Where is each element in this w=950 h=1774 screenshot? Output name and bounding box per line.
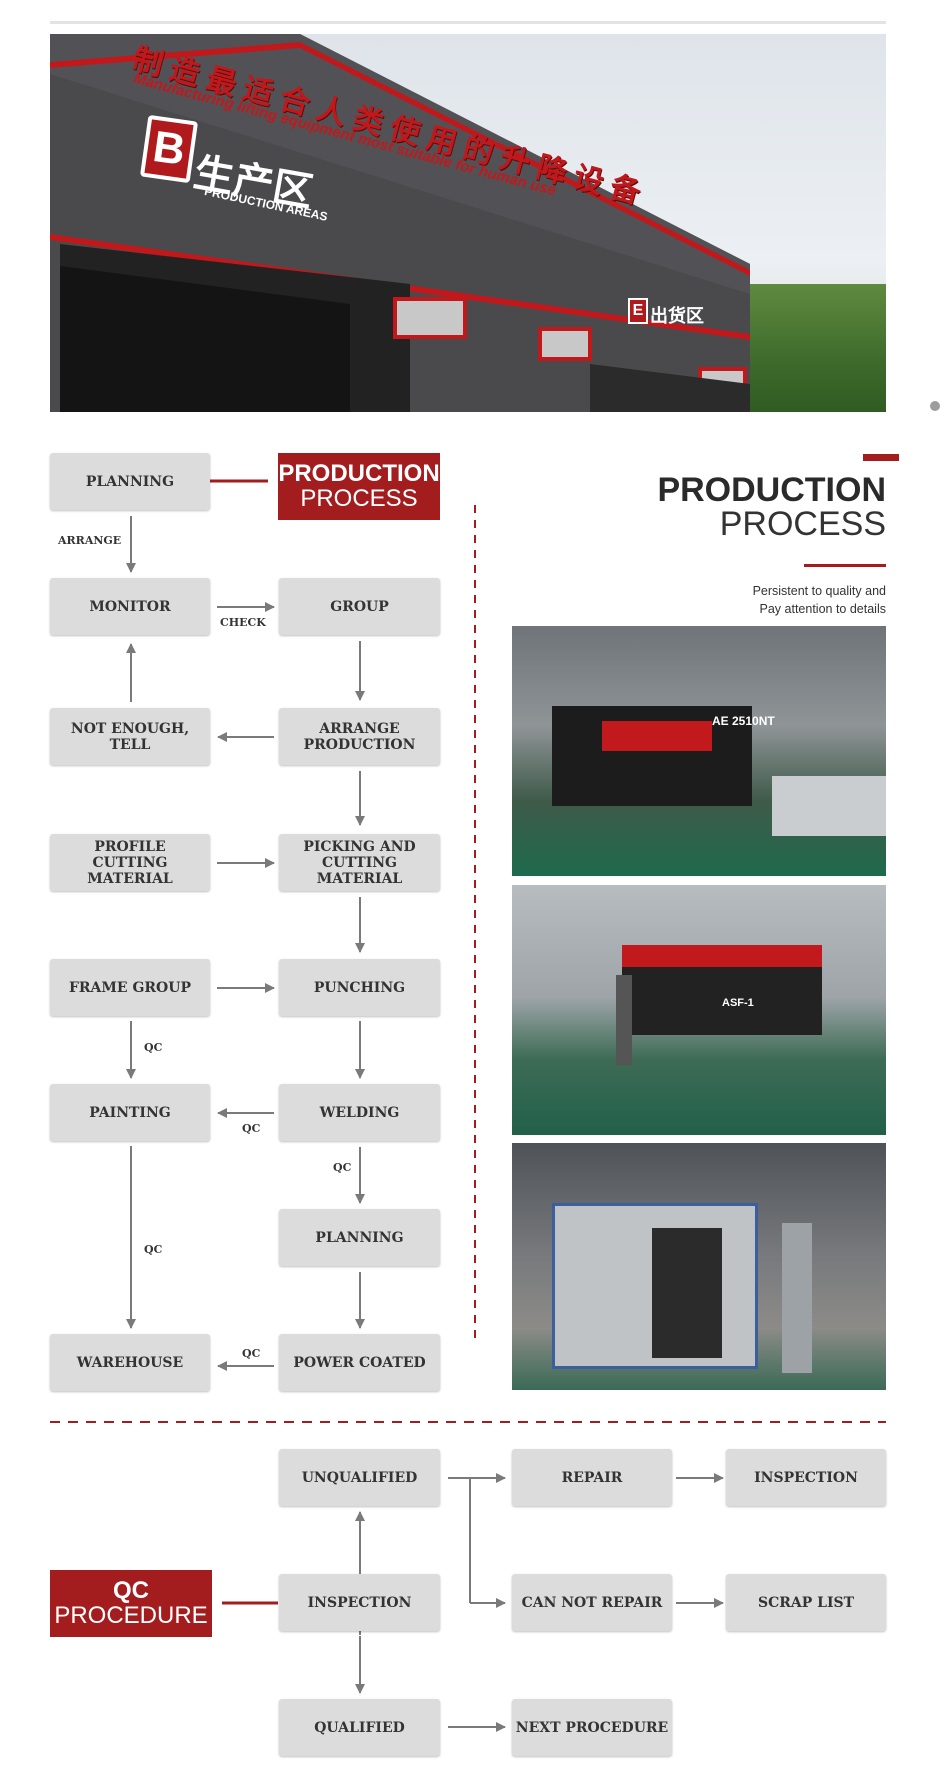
step-arrange-production: ARRANGE PRODUCTION — [279, 708, 440, 765]
step-warehouse: WAREHOUSE — [50, 1334, 210, 1391]
step-planning: PLANNING — [50, 453, 210, 510]
title-underline — [804, 564, 886, 567]
label-qc-welding: QC — [242, 1122, 261, 1135]
carousel-dot[interactable] — [930, 401, 940, 411]
step-monitor: MONITOR — [50, 578, 210, 635]
subtitle-line2: Pay attention to details — [759, 602, 886, 616]
zone-e-logo: E — [628, 298, 648, 324]
qc-badge-line2: PROCEDURE — [54, 1602, 208, 1629]
label-check: CHECK — [220, 616, 266, 629]
step-punching: PUNCHING — [279, 959, 440, 1016]
title-accent — [863, 454, 899, 461]
zone-e-chinese: 出货区 — [650, 306, 704, 327]
qc-can-not-repair: CAN NOT REPAIR — [512, 1574, 672, 1631]
qc-repair: REPAIR — [512, 1449, 672, 1506]
qc-scrap-list: SCRAP LIST — [726, 1574, 886, 1631]
step-painting: PAINTING — [50, 1084, 210, 1141]
press-top — [622, 945, 822, 967]
subtitle-line1: Persistent to quality and — [752, 584, 886, 598]
qc-qualified: QUALIFIED — [279, 1699, 440, 1756]
section-subtitle: Persistent to quality and Pay attention … — [600, 582, 886, 618]
step-group: GROUP — [279, 578, 440, 635]
badge-line2: PROCESS — [300, 485, 418, 512]
qc-inspection: INSPECTION — [279, 1574, 440, 1631]
press-label: ASF-1 — [722, 997, 754, 1009]
label-qc-planning: QC — [333, 1161, 352, 1174]
lift-mast — [782, 1223, 812, 1373]
step-planning-2: PLANNING — [279, 1209, 440, 1266]
qc-procedure-badge: QC PROCEDURE — [50, 1570, 212, 1637]
machine-panel — [602, 721, 712, 751]
factory-building — [50, 34, 750, 412]
label-qc-power: QC — [242, 1347, 261, 1360]
step-welding: WELDING — [279, 1084, 440, 1141]
section-title-line1: PRODUCTION — [657, 471, 886, 509]
trees-background — [740, 284, 886, 412]
top-divider — [50, 21, 886, 24]
qc-unqualified: UNQUALIFIED — [279, 1449, 440, 1506]
label-arrange: ARRANGE — [58, 534, 122, 547]
step-not-enough-tell: NOT ENOUGH, TELL — [50, 708, 210, 765]
step-power-coated: POWER COATED — [279, 1334, 440, 1391]
cabin-door — [652, 1228, 722, 1358]
step-profile-cutting-material: PROFILE CUTTING MATERIAL — [50, 834, 210, 891]
section-title-line2: PROCESS — [719, 505, 886, 543]
factory-photo: 制造最适合人类使用的升降设备 Manufacturing lifting equ… — [50, 34, 886, 412]
factory-machine-photo-1: AE 2510NT — [512, 626, 886, 876]
label-qc-frame: QC — [144, 1041, 163, 1054]
production-process-badge: PRODUCTION PROCESS — [278, 453, 440, 520]
qc-inspection-after-repair: INSPECTION — [726, 1449, 886, 1506]
sheet-stack — [772, 776, 886, 836]
label-qc-painting: QC — [144, 1243, 163, 1256]
badge-line1: PRODUCTION — [278, 460, 440, 487]
qc-next-procedure: NEXT PROCEDURE — [512, 1699, 672, 1756]
worker — [616, 975, 632, 1065]
qc-badge-line1: QC — [113, 1577, 149, 1604]
machine-label: AE 2510NT — [712, 714, 775, 728]
step-picking-cutting-material: PICKING AND CUTTING MATERIAL — [279, 834, 440, 891]
factory-machine-photo-2: ASF-1 — [512, 885, 886, 1135]
factory-lift-photo — [512, 1143, 886, 1390]
step-frame-group: FRAME GROUP — [50, 959, 210, 1016]
